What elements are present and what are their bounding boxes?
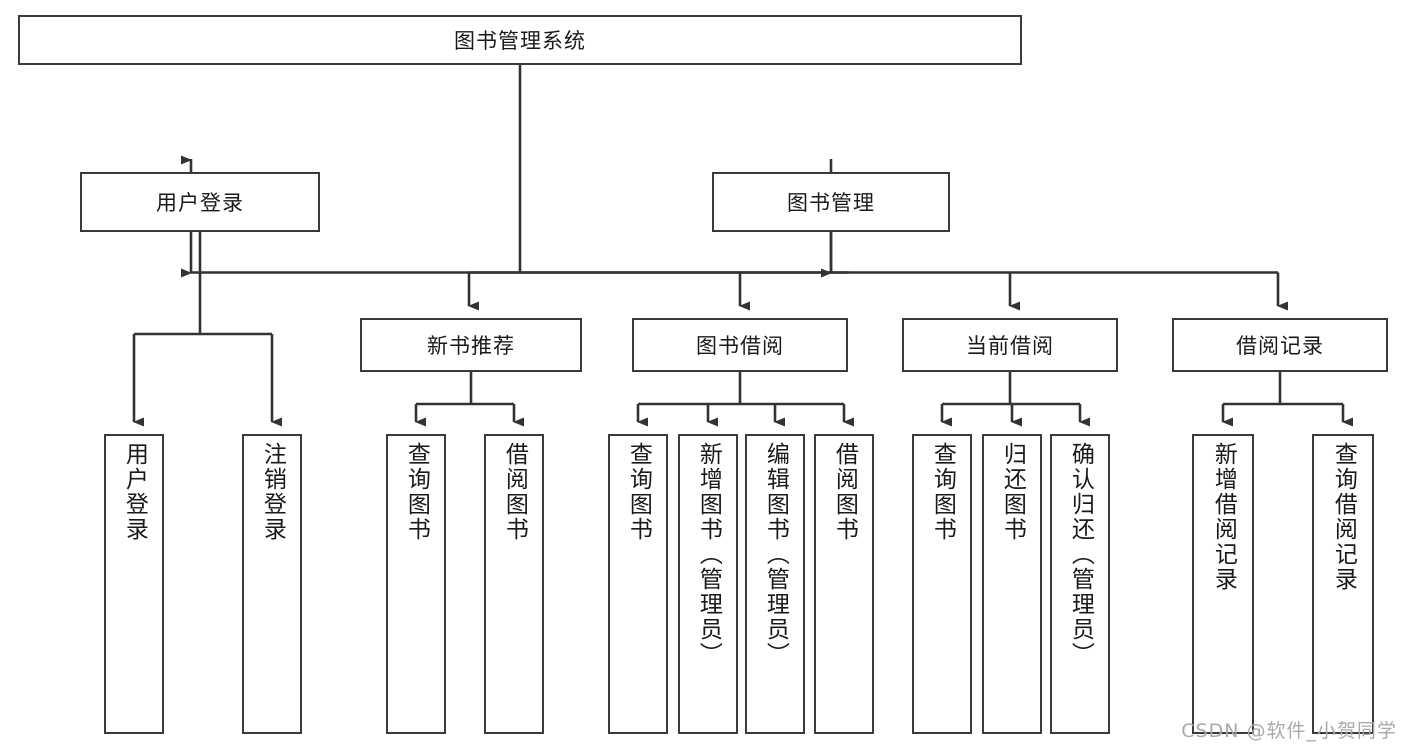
node-leaf-edit-book-label: 编辑图书（管理员）	[762, 442, 789, 667]
node-leaf-query-record[interactable]: 查询借阅记录	[1312, 434, 1374, 734]
node-leaf-add-record[interactable]: 新增借阅记录	[1192, 434, 1254, 734]
node-book-borrow-label: 图书借阅	[696, 334, 784, 358]
node-leaf-return-book[interactable]: 归还图书	[982, 434, 1042, 734]
node-leaf-confirm-return[interactable]: 确认归还（管理员）	[1050, 434, 1110, 734]
node-user-login-label: 用户登录	[156, 191, 244, 215]
node-leaf-borrow-book[interactable]: 借阅图书	[814, 434, 874, 734]
node-leaf-user-logout-label: 注销登录	[259, 442, 286, 542]
node-borrow-record-label: 借阅记录	[1236, 334, 1324, 358]
node-leaf-return-book-label: 归还图书	[999, 442, 1026, 542]
node-root-label: 图书管理系统	[454, 29, 586, 53]
node-leaf-query-book-label: 查询图书	[625, 442, 652, 542]
node-book-manage-label: 图书管理	[787, 191, 875, 215]
node-user-login[interactable]: 用户登录	[80, 172, 320, 232]
node-new-book-rec[interactable]: 新书推荐	[360, 318, 582, 372]
node-current-borrow[interactable]: 当前借阅	[902, 318, 1118, 372]
node-leaf-user-login[interactable]: 用户登录	[104, 434, 164, 734]
node-leaf-query-book[interactable]: 查询图书	[608, 434, 668, 734]
node-leaf-borrow-book-rec[interactable]: 借阅图书	[484, 434, 544, 734]
node-leaf-add-record-label: 新增借阅记录	[1210, 442, 1237, 592]
node-leaf-borrow-book-label: 借阅图书	[831, 442, 858, 542]
node-leaf-edit-book[interactable]: 编辑图书（管理员）	[745, 434, 805, 734]
node-leaf-borrow-book-rec-label: 借阅图书	[501, 442, 528, 542]
node-leaf-confirm-return-label: 确认归还（管理员）	[1067, 442, 1094, 667]
node-leaf-add-book-label: 新增图书（管理员）	[695, 442, 722, 667]
node-leaf-query-book-rec-label: 查询图书	[403, 442, 430, 542]
node-leaf-query-book-cur-label: 查询图书	[929, 442, 956, 542]
watermark: CSDN @软件_小贺同学	[1181, 720, 1397, 742]
node-root[interactable]: 图书管理系统	[18, 15, 1022, 65]
node-current-borrow-label: 当前借阅	[966, 334, 1054, 358]
node-leaf-query-book-rec[interactable]: 查询图书	[386, 434, 446, 734]
node-new-book-rec-label: 新书推荐	[427, 334, 515, 358]
node-borrow-record[interactable]: 借阅记录	[1172, 318, 1388, 372]
node-leaf-query-record-label: 查询借阅记录	[1330, 442, 1357, 592]
node-leaf-user-logout[interactable]: 注销登录	[242, 434, 302, 734]
node-leaf-query-book-cur[interactable]: 查询图书	[912, 434, 972, 734]
node-leaf-add-book[interactable]: 新增图书（管理员）	[678, 434, 738, 734]
node-book-borrow[interactable]: 图书借阅	[632, 318, 848, 372]
node-book-manage[interactable]: 图书管理	[712, 172, 950, 232]
node-leaf-user-login-label: 用户登录	[121, 442, 148, 542]
